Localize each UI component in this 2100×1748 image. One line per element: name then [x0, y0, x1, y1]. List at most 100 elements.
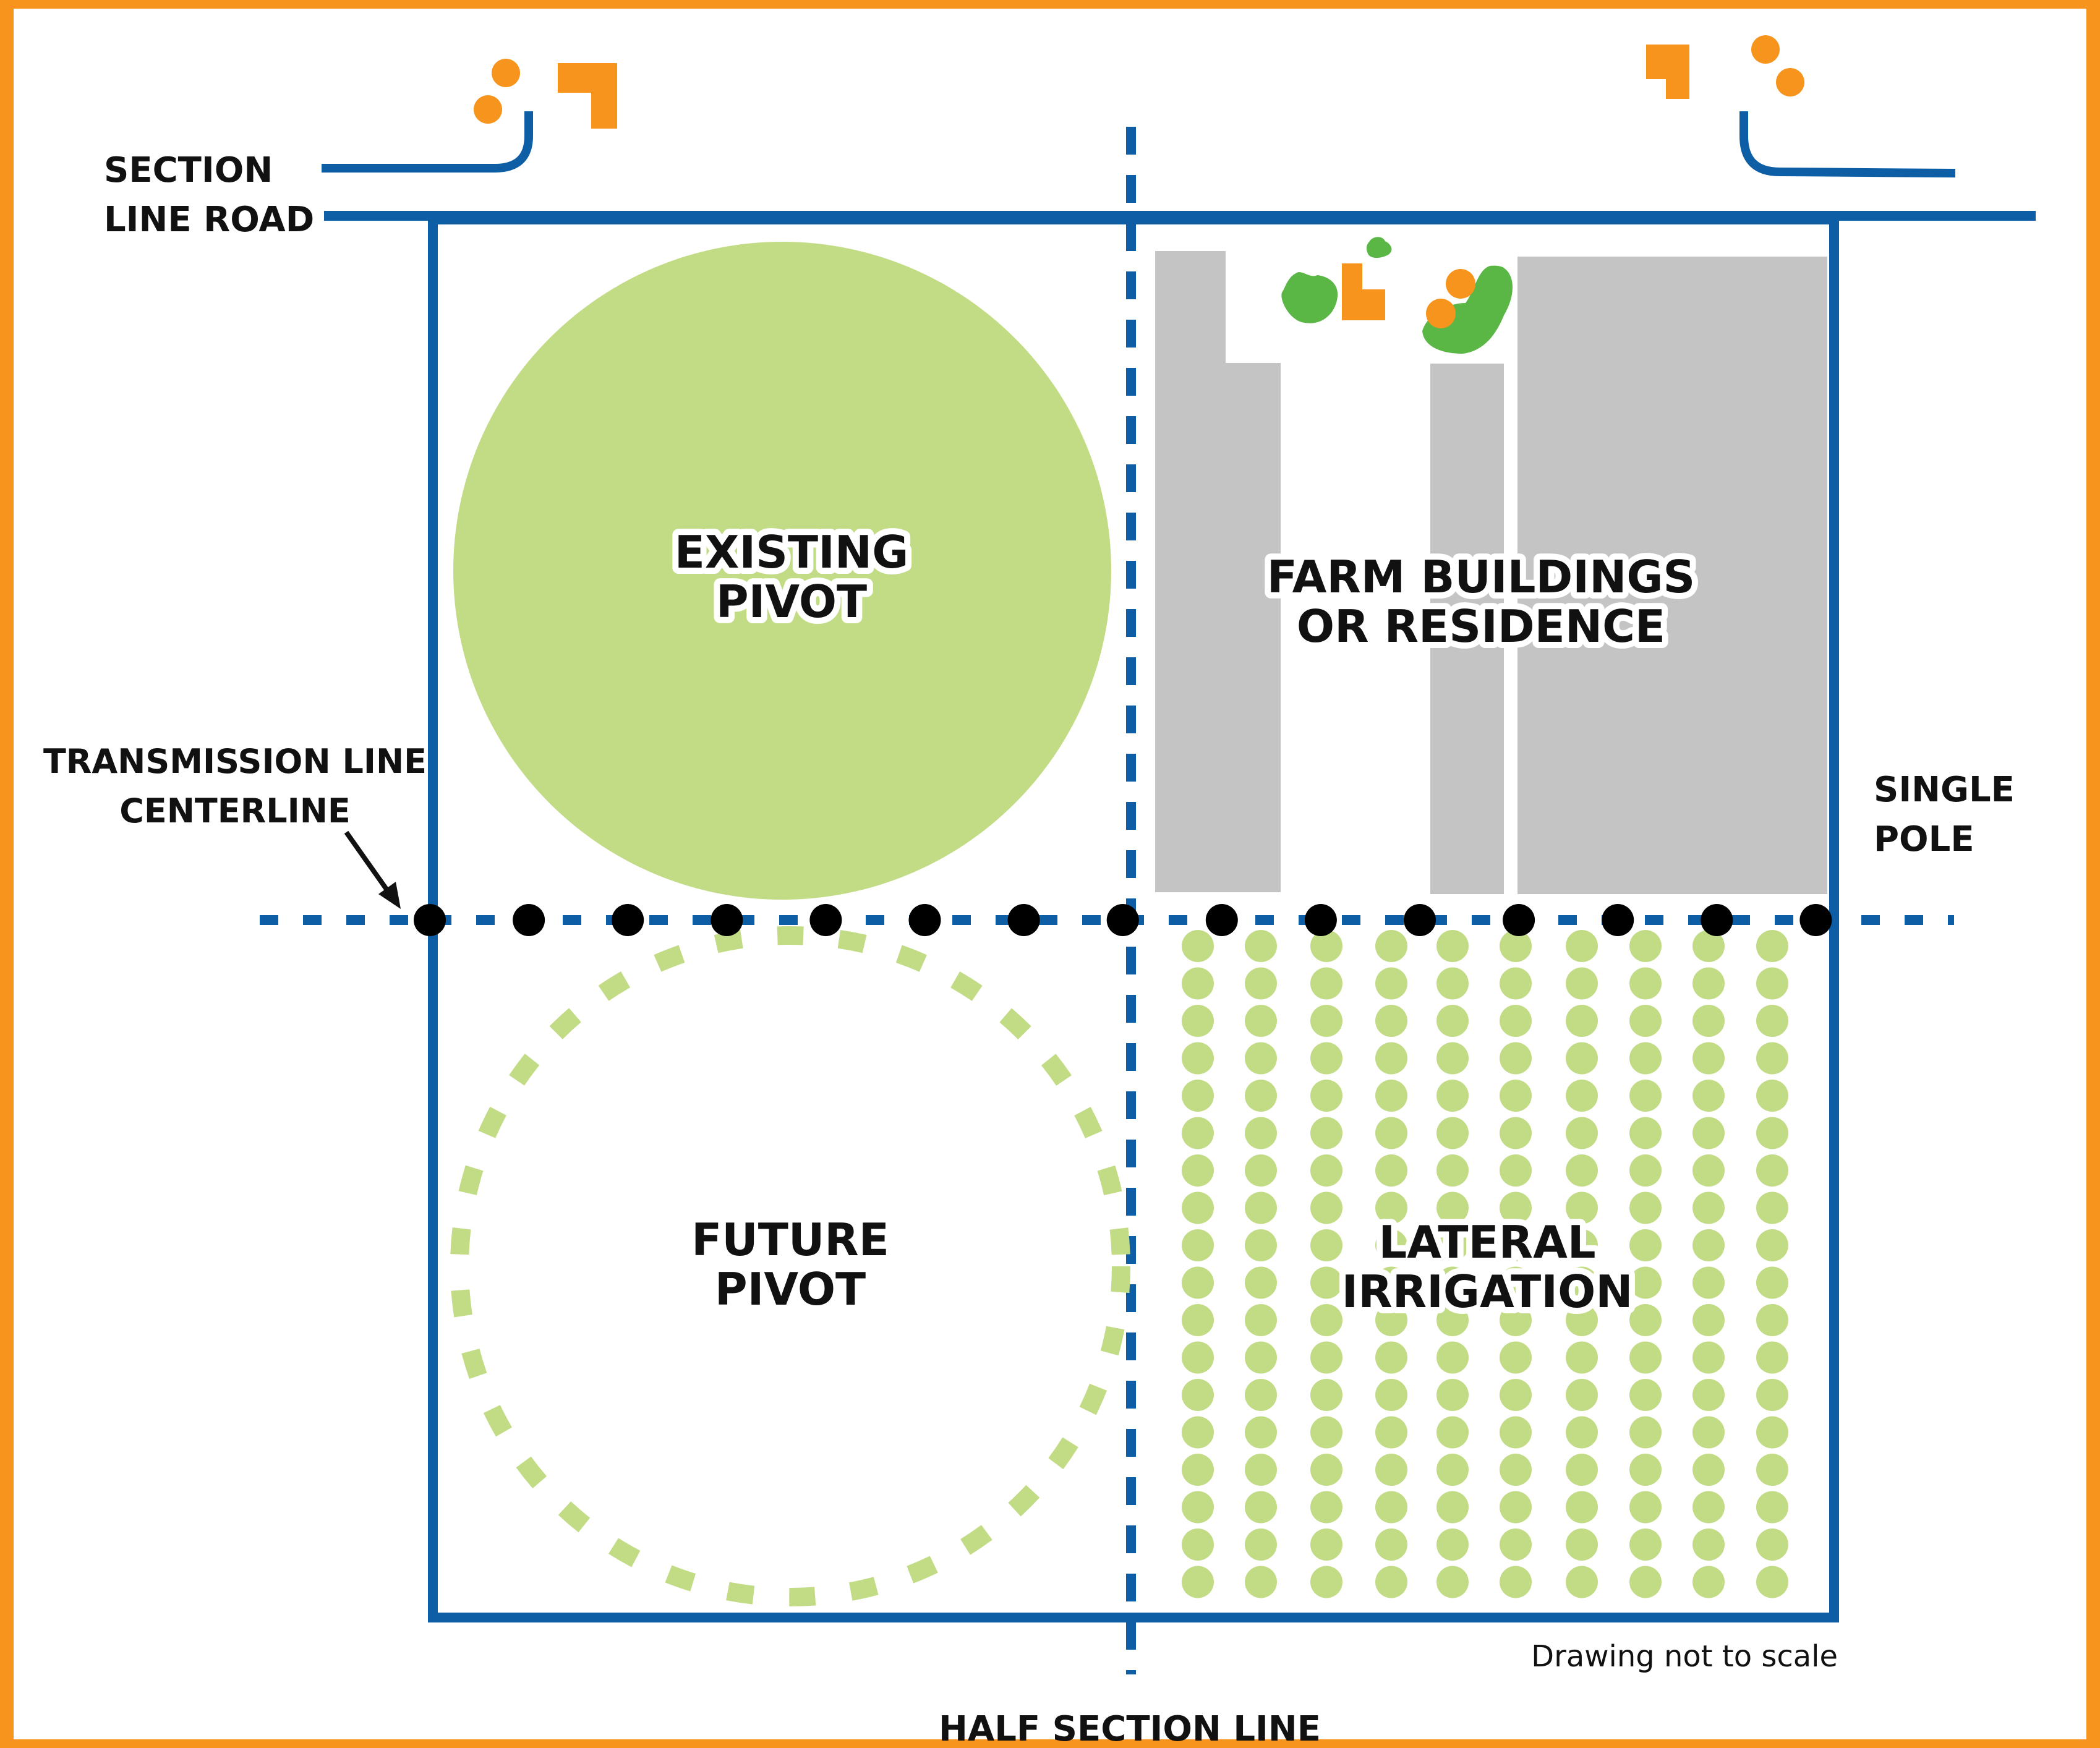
irrigation-sprinkler	[1566, 1304, 1598, 1336]
irrigation-sprinkler	[1692, 1454, 1725, 1486]
pole-marker-icon	[1106, 904, 1139, 936]
irrigation-sprinkler	[1629, 1042, 1662, 1075]
tree-icon	[1281, 272, 1338, 323]
pole-marker-icon	[908, 904, 941, 936]
lateral-irrigation-field	[1182, 930, 1788, 1598]
irrigation-sprinkler	[1245, 1341, 1277, 1374]
irrigation-sprinkler	[1629, 1454, 1662, 1486]
irrigation-sprinkler	[1500, 1192, 1532, 1224]
irrigation-sprinkler	[1310, 967, 1342, 1000]
pole-marker-icon	[1304, 904, 1337, 936]
irrigation-sprinkler	[1692, 1229, 1725, 1261]
irrigation-sprinkler	[1436, 1566, 1469, 1598]
future-pivot-label: PIVOT	[715, 1263, 866, 1315]
irrigation-sprinkler	[1692, 1566, 1725, 1598]
irrigation-sprinkler	[1245, 967, 1277, 1000]
irrigation-sprinkler	[1375, 1528, 1407, 1561]
irrigation-sprinkler	[1566, 1042, 1598, 1075]
irrigation-sprinkler	[1375, 1416, 1407, 1449]
irrigation-sprinkler	[1375, 1491, 1407, 1524]
irrigation-sprinkler	[1182, 1042, 1214, 1075]
irrigation-sprinkler	[1566, 1566, 1598, 1598]
irrigation-sprinkler	[1436, 1229, 1469, 1261]
irrigation-sprinkler	[1375, 1229, 1407, 1261]
irrigation-sprinkler	[1182, 1566, 1214, 1598]
irrigation-sprinkler	[1692, 1341, 1725, 1374]
pole-marker-icon	[1205, 904, 1238, 936]
irrigation-sprinkler	[1629, 1192, 1662, 1224]
irrigation-sprinkler	[1692, 930, 1725, 962]
irrigation-sprinkler	[1310, 1080, 1342, 1112]
irrigation-sprinkler	[1182, 1341, 1214, 1374]
section-road-label: SECTION	[104, 150, 273, 190]
irrigation-sprinkler	[1182, 1266, 1214, 1299]
irrigation-sprinkler	[1245, 930, 1277, 962]
irrigation-sprinkler	[1756, 1454, 1788, 1486]
future-pivot	[450, 926, 1130, 1606]
irrigation-sprinkler	[1756, 1192, 1788, 1224]
tree-icon	[1422, 265, 1513, 354]
irrigation-sprinkler	[1500, 1566, 1532, 1598]
irrigation-sprinkler	[1245, 1379, 1277, 1411]
irrigation-sprinkler	[1566, 930, 1598, 962]
building	[1155, 251, 1281, 892]
irrigation-sprinkler	[1245, 1154, 1277, 1187]
irrigation-sprinkler	[1182, 1154, 1214, 1187]
irrigation-sprinkler	[1375, 1117, 1407, 1149]
irrigation-sprinkler	[1500, 1117, 1532, 1149]
pole-marker-icon	[711, 904, 743, 936]
irrigation-sprinkler	[1436, 1154, 1469, 1187]
irrigation-sprinkler	[1629, 1416, 1662, 1449]
irrigation-sprinkler	[1566, 1379, 1598, 1411]
irrigation-sprinkler	[1629, 1341, 1662, 1374]
irrigation-sprinkler	[1756, 1304, 1788, 1336]
irrigation-sprinkler	[1692, 1266, 1725, 1299]
irrigation-sprinkler	[1692, 1005, 1725, 1037]
irrigation-sprinkler	[1500, 1042, 1532, 1075]
irrigation-sprinkler	[1629, 1304, 1662, 1336]
irrigation-sprinkler	[1375, 1154, 1407, 1187]
irrigation-sprinkler	[1245, 1491, 1277, 1524]
irrigation-sprinkler	[1500, 1341, 1532, 1374]
farm-buildings-label: FARM BUILDINGS	[1267, 551, 1696, 603]
irrigation-sprinkler	[1566, 1005, 1598, 1037]
single-pole-label: SINGLE	[1874, 770, 2015, 810]
irrigation-sprinkler	[1756, 930, 1788, 962]
irrigation-sprinkler	[1566, 1117, 1598, 1149]
irrigation-sprinkler	[1182, 1005, 1214, 1037]
irrigation-sprinkler	[1436, 930, 1469, 962]
irrigation-sprinkler	[1629, 1566, 1662, 1598]
pole-marker-icon	[1404, 904, 1436, 936]
pole-marker-icon	[1503, 904, 1535, 936]
irrigation-sprinkler	[1629, 1491, 1662, 1524]
irrigation-sprinkler	[1310, 1154, 1342, 1187]
irrigation-sprinkler	[1310, 1341, 1342, 1374]
irrigation-sprinkler	[1500, 1005, 1532, 1037]
scale-note: Drawing not to scale	[1531, 1639, 1838, 1674]
building	[1517, 257, 1827, 894]
irrigation-sprinkler	[1566, 1454, 1598, 1486]
irrigation-sprinkler	[1756, 1341, 1788, 1374]
irrigation-sprinkler	[1436, 1454, 1469, 1486]
irrigation-sprinkler	[1310, 1454, 1342, 1486]
irrigation-sprinkler	[1375, 1042, 1407, 1075]
irrigation-sprinkler	[1375, 967, 1407, 1000]
pole-marker-icon	[809, 904, 842, 936]
irrigation-sprinkler	[1245, 1192, 1277, 1224]
marker-icon	[1446, 269, 1475, 299]
irrigation-sprinkler	[1182, 967, 1214, 1000]
irrigation-sprinkler	[1310, 1192, 1342, 1224]
irrigation-sprinkler	[1310, 1304, 1342, 1336]
irrigation-sprinkler	[1182, 1229, 1214, 1261]
irrigation-sprinkler	[1436, 1379, 1469, 1411]
marker-icon	[1776, 68, 1804, 96]
irrigation-sprinkler	[1310, 1117, 1342, 1149]
pole-marker-icon	[612, 904, 644, 936]
irrigation-sprinkler	[1375, 1005, 1407, 1037]
irrigation-sprinkler	[1629, 967, 1662, 1000]
lateral-irrigation-label: IRRIGATION	[1341, 1266, 1633, 1318]
future-pivot-label: FUTURE	[691, 1214, 889, 1266]
tree-icon	[1366, 237, 1392, 258]
irrigation-sprinkler	[1245, 1304, 1277, 1336]
